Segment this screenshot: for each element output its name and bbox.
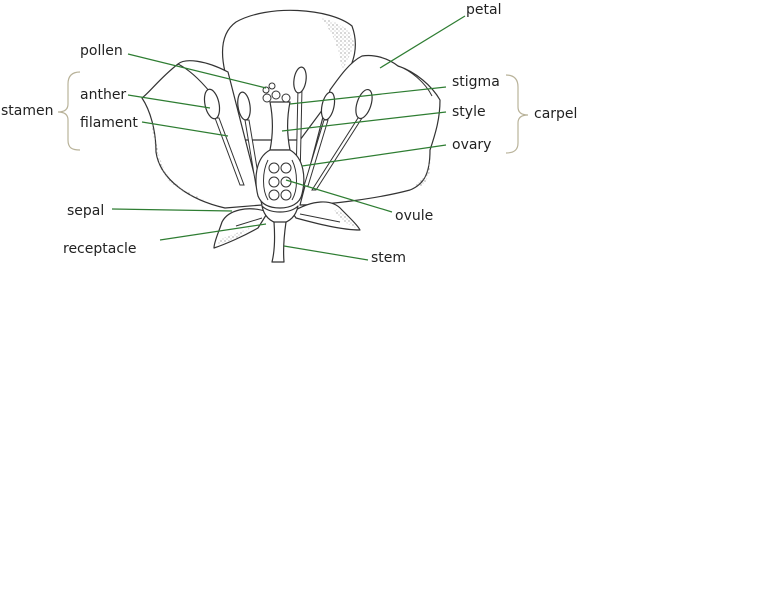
style xyxy=(269,101,291,151)
label-stamen: stamen xyxy=(1,103,54,119)
label-stigma: stigma xyxy=(452,74,500,90)
anther-left-inner xyxy=(237,91,251,121)
leader-ovule xyxy=(285,179,393,213)
labels: petal pollen anther filament stamen stig… xyxy=(1,2,577,266)
stem xyxy=(271,221,287,263)
stigma xyxy=(262,90,291,103)
label-anther: anther xyxy=(80,87,126,103)
receptacle xyxy=(261,205,299,225)
label-receptacle: receptacle xyxy=(63,241,137,257)
label-style: style xyxy=(452,104,486,120)
carpel-brace xyxy=(505,74,529,154)
leader-stigma xyxy=(289,86,447,105)
label-petal: petal xyxy=(466,2,501,18)
leader-sepal xyxy=(111,208,233,212)
leader-stem xyxy=(283,245,369,261)
ovules xyxy=(268,162,292,201)
leader-pollen xyxy=(127,53,267,89)
right-petal xyxy=(299,54,441,206)
leader-ovary xyxy=(301,144,447,167)
leader-lines xyxy=(111,15,466,261)
ovary xyxy=(255,149,305,209)
anther-right-1 xyxy=(293,66,307,94)
label-ovule: ovule xyxy=(395,208,433,224)
stamen-brace xyxy=(57,71,81,151)
flower-illustration xyxy=(141,9,441,263)
leader-style xyxy=(281,111,447,132)
leader-receptacle xyxy=(159,223,267,241)
label-ovary: ovary xyxy=(452,137,491,153)
pollen-grains xyxy=(262,82,276,94)
label-stem: stem xyxy=(371,250,406,266)
label-sepal: sepal xyxy=(67,203,104,219)
leader-filament xyxy=(141,121,229,137)
label-filament: filament xyxy=(80,115,138,131)
right-sepal xyxy=(291,201,361,231)
leader-petal xyxy=(379,15,466,69)
label-pollen: pollen xyxy=(80,43,123,59)
anther-left-outer xyxy=(203,88,221,120)
leader-anther xyxy=(127,94,211,109)
label-carpel: carpel xyxy=(534,106,577,122)
